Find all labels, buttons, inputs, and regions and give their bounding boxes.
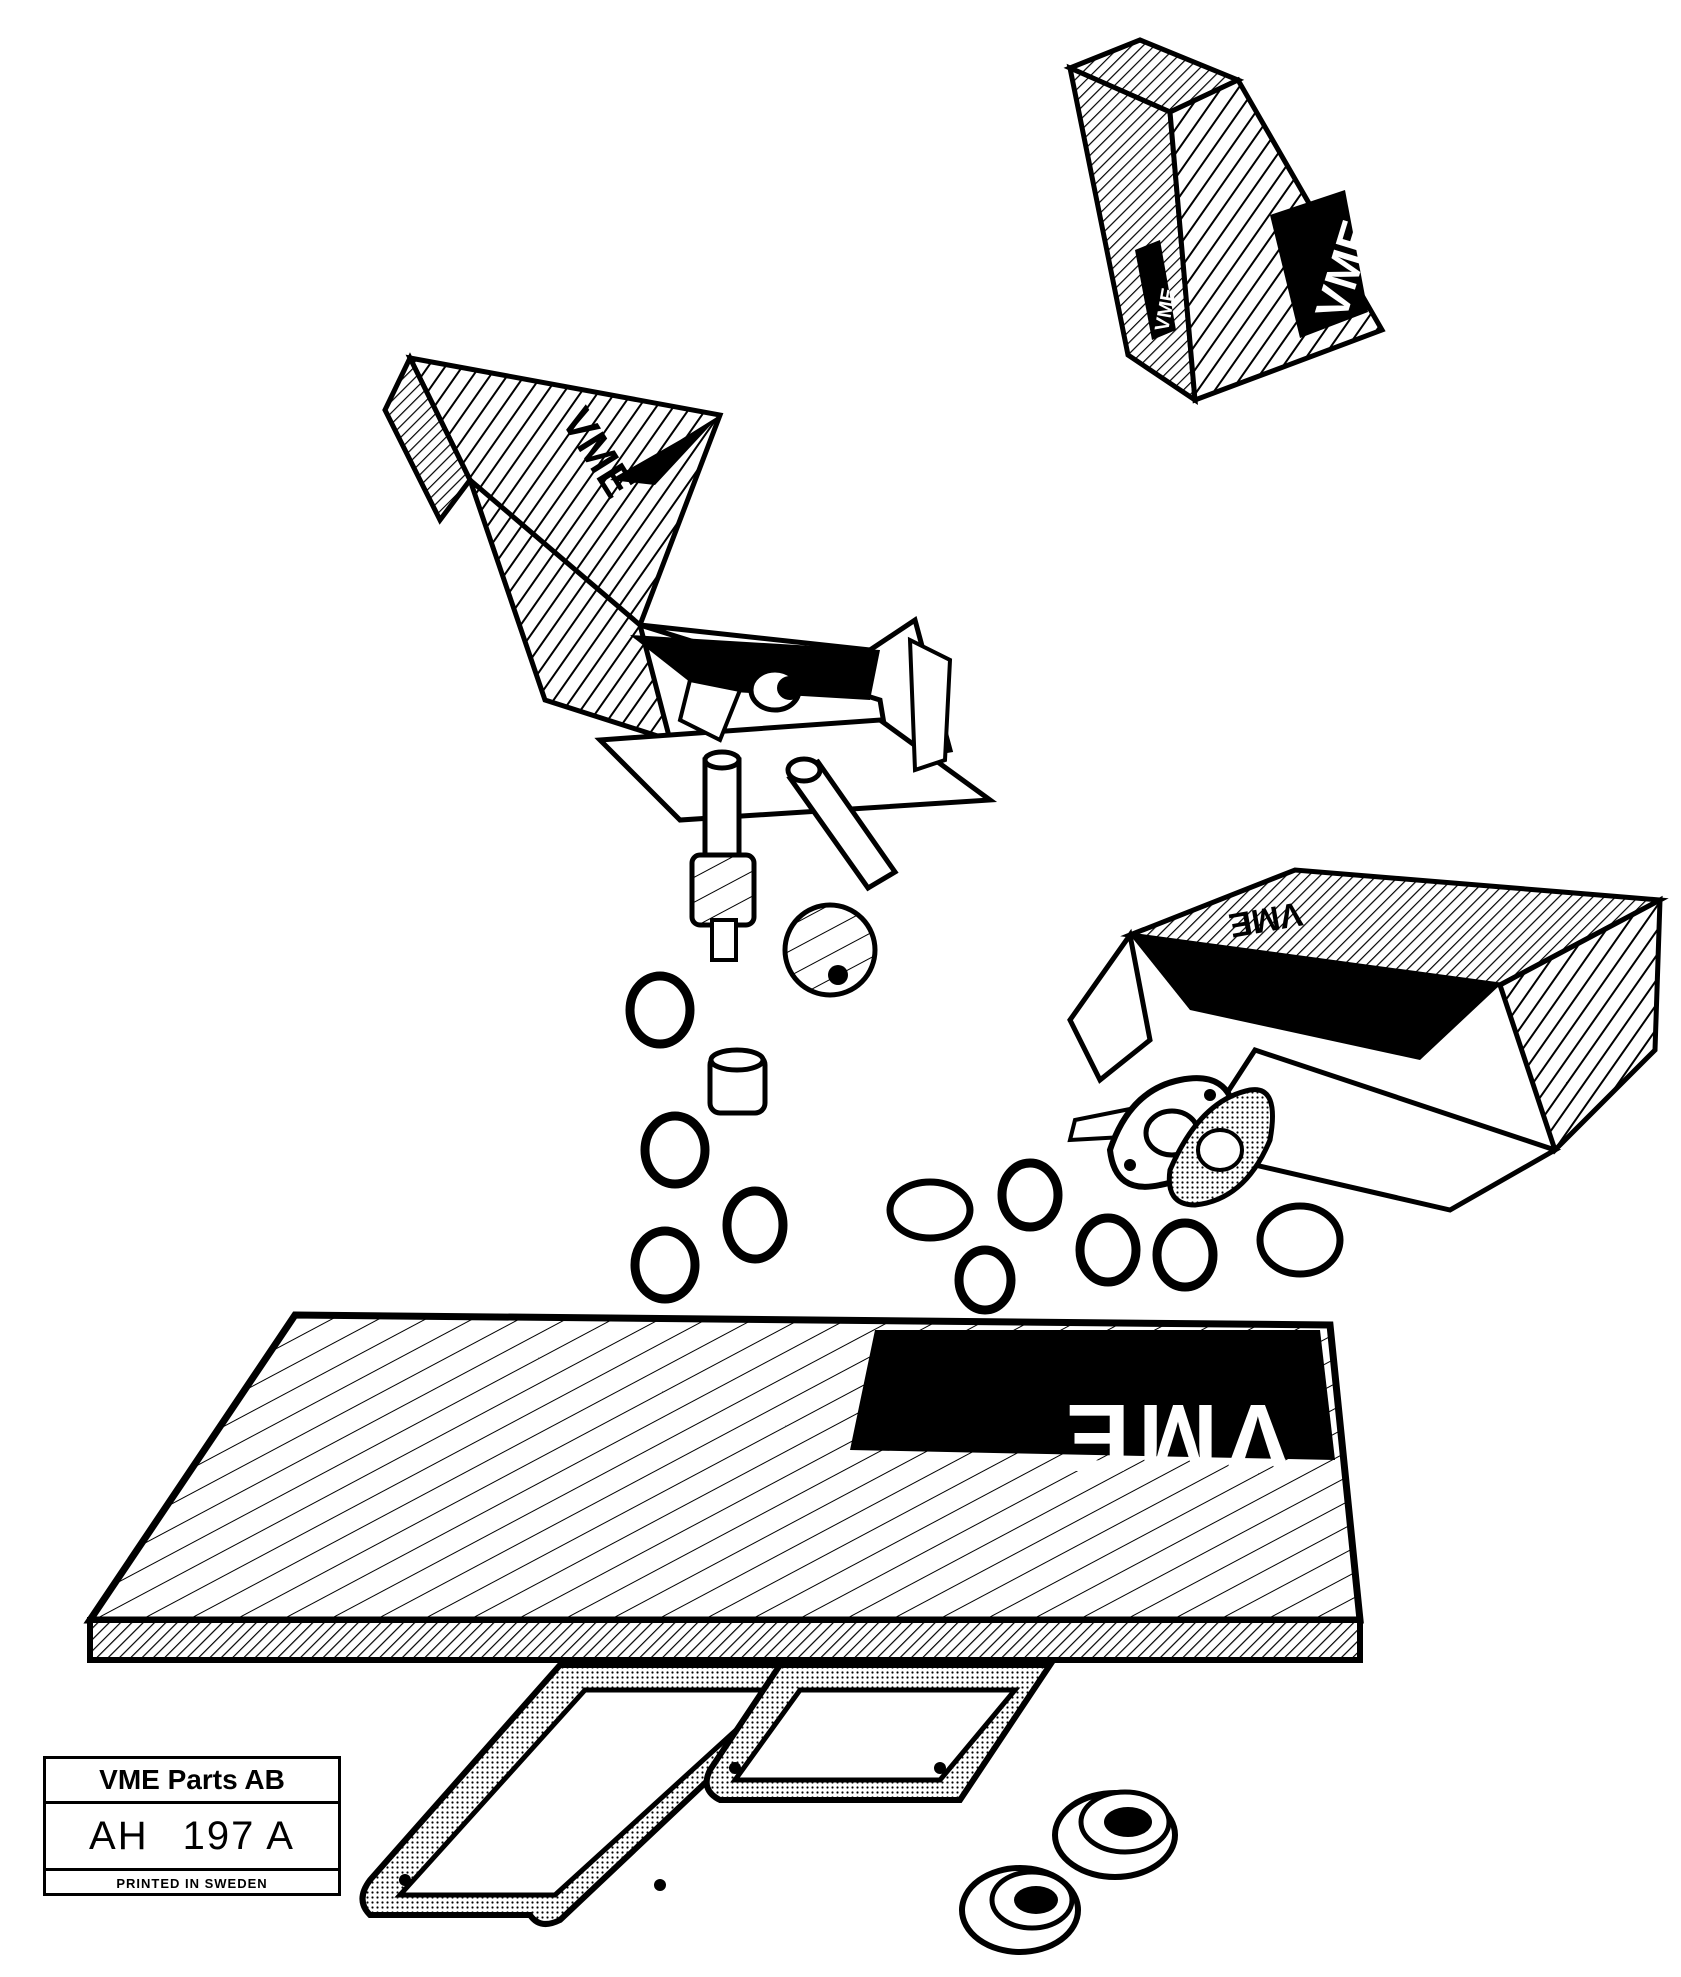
- upper-gasket-lower: [703, 1662, 1056, 1803]
- gear-shaft: [689, 852, 757, 962]
- large-box-logo: VME: [1058, 1384, 1290, 1491]
- long-gasket-lower: [359, 1662, 838, 1927]
- washers-left: [625, 971, 788, 1304]
- flange-gasket-dotted: [1166, 1087, 1275, 1208]
- open-box-right: VME: [1067, 867, 1669, 1213]
- small-bushing: [748, 667, 803, 713]
- label-drawing-code: AH 197 A: [46, 1804, 338, 1871]
- o-rings-right: [886, 1178, 1344, 1278]
- washers-right: [954, 1158, 1218, 1315]
- spacer-sleeve: [707, 1047, 768, 1116]
- label-code-number: 197 A: [182, 1813, 295, 1858]
- large-flat-box: VME: [83, 1311, 1364, 1663]
- label-code-prefix: AH: [89, 1813, 149, 1858]
- open-box-upper-left: VME: [382, 352, 998, 823]
- parts-label-box: VME Parts AB AH 197 A PRINTED IN SWEDEN: [43, 1756, 341, 1896]
- roller-pin: [785, 756, 899, 892]
- ball-bearing-small: [959, 1865, 1081, 1955]
- label-company-name: VME Parts AB: [46, 1759, 338, 1804]
- closed-box-top-right: VME VME: [1063, 37, 1386, 405]
- gear-wheel: [782, 902, 878, 998]
- ball-bearing-large: [1052, 1789, 1178, 1880]
- label-printed-note: PRINTED IN SWEDEN: [116, 1875, 268, 1891]
